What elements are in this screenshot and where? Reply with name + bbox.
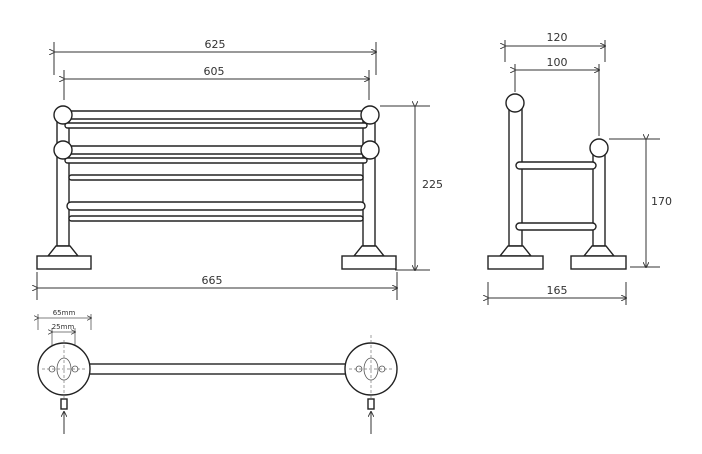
dimension-label-165: 165 (547, 284, 568, 297)
dimension-label-625: 625 (205, 38, 226, 51)
right-wall-plate (344, 335, 398, 434)
side-rail-lower (515, 222, 597, 231)
front-view: 625 605 225 (37, 38, 443, 300)
dimension-625: 625 (54, 38, 376, 75)
upper-rails (64, 110, 368, 222)
dimension-165: 165 (488, 282, 626, 305)
right-upright (362, 115, 376, 247)
dimension-120: 120 (505, 31, 605, 62)
side-foot-back (487, 255, 544, 270)
left-wall-plate (37, 340, 91, 434)
back-knob (505, 93, 525, 113)
dimension-65mm: 65mm (38, 309, 91, 330)
dimension-605: 605 (64, 65, 369, 100)
side-view: 120 100 170 (488, 31, 672, 305)
dimension-225: 225 (380, 106, 443, 270)
dimension-label-170: 170 (651, 195, 672, 208)
dimension-label-25mm: 25mm (52, 323, 75, 331)
plan-view: 65mm 25mm (37, 309, 398, 434)
side-foot-front (570, 255, 627, 270)
dimension-label-605: 605 (204, 65, 225, 78)
dimension-label-65mm: 65mm (53, 309, 76, 317)
dimension-label-665: 665 (202, 274, 223, 287)
front-knob (589, 138, 609, 158)
finial-knobs (53, 105, 380, 160)
plan-bar (87, 363, 351, 375)
dimension-170: 170 (609, 139, 672, 267)
dimension-label-225: 225 (422, 178, 443, 191)
dimension-665: 665 (37, 272, 397, 300)
side-rail-upper (515, 161, 597, 170)
dimension-100: 100 (515, 56, 599, 136)
dimension-label-100: 100 (547, 56, 568, 69)
dimension-label-120: 120 (547, 31, 568, 44)
feet (36, 245, 397, 270)
left-upright (56, 115, 70, 247)
